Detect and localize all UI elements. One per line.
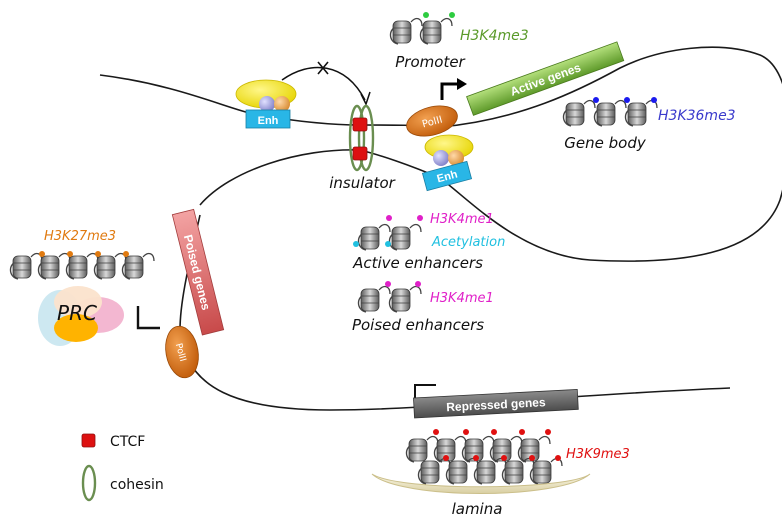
enh-box-bottom bbox=[421, 160, 473, 192]
inhibition-icon bbox=[136, 306, 160, 330]
blocked-interaction-arrow bbox=[281, 61, 371, 106]
polii-active: PolII bbox=[406, 105, 458, 137]
active-enhancers-label: Active enhancers bbox=[352, 254, 483, 272]
polii-poised-label: PolII bbox=[173, 342, 187, 362]
promoter-nucleosomes bbox=[389, 12, 455, 45]
h3k27me3-label: H3K27me3 bbox=[44, 229, 116, 244]
insulator-element bbox=[348, 104, 375, 172]
h3k36me3-label: H3K36me3 bbox=[658, 108, 736, 124]
active-enhancer-nucleosomes bbox=[353, 215, 423, 251]
acetylation-label: Acetylation bbox=[431, 235, 505, 250]
cohesin-legend-icon bbox=[81, 464, 97, 502]
h3k27me3-nucleosomes bbox=[9, 251, 155, 280]
enhancer-complex-bottom: Enh bbox=[421, 134, 474, 192]
poised-enhancers-label: Poised enhancers bbox=[352, 316, 484, 334]
gene-body-nucleosomes bbox=[562, 97, 658, 127]
ctcf-legend-icon bbox=[81, 433, 96, 448]
h3k4me1-active-label: H3K4me1 bbox=[430, 212, 494, 227]
lamina-shape bbox=[371, 473, 591, 494]
repressed-gene: Repressed genes bbox=[413, 389, 579, 419]
prc-complex: PRC bbox=[38, 286, 124, 346]
legend-ctcf-label: CTCF bbox=[110, 434, 145, 450]
repressed-genes-label: Repressed genes bbox=[446, 395, 546, 414]
h3k9me3-label: H3K9me3 bbox=[566, 447, 630, 462]
enh-label-bottom: Enh bbox=[436, 168, 459, 185]
gene-body-label: Gene body bbox=[564, 134, 647, 152]
tss-arrow-icon bbox=[440, 78, 467, 100]
legend: CTCF cohesin bbox=[81, 433, 164, 502]
enhancer-complex-top: Enh bbox=[235, 79, 297, 129]
dna-fiber bbox=[99, 46, 782, 411]
enh-box-top bbox=[245, 109, 291, 129]
h3k4me3-label: H3K4me3 bbox=[460, 28, 529, 44]
poised-enhancer-nucleosomes bbox=[357, 281, 422, 313]
insulator-label: insulator bbox=[329, 174, 395, 192]
lamina-label: lamina bbox=[452, 500, 503, 518]
polii-poised: PolII bbox=[165, 325, 199, 379]
polii-active-label: PolII bbox=[421, 114, 444, 130]
legend-cohesin-label: cohesin bbox=[110, 477, 164, 493]
cross-mark-icon bbox=[317, 61, 329, 75]
h3k4me1-poised-label: H3K4me1 bbox=[430, 291, 494, 306]
enh-label-top: Enh bbox=[258, 115, 279, 127]
h3k9me3-heterochromatin bbox=[405, 429, 563, 485]
promoter-label: Promoter bbox=[395, 53, 465, 71]
prc-label: PRC bbox=[57, 301, 97, 325]
